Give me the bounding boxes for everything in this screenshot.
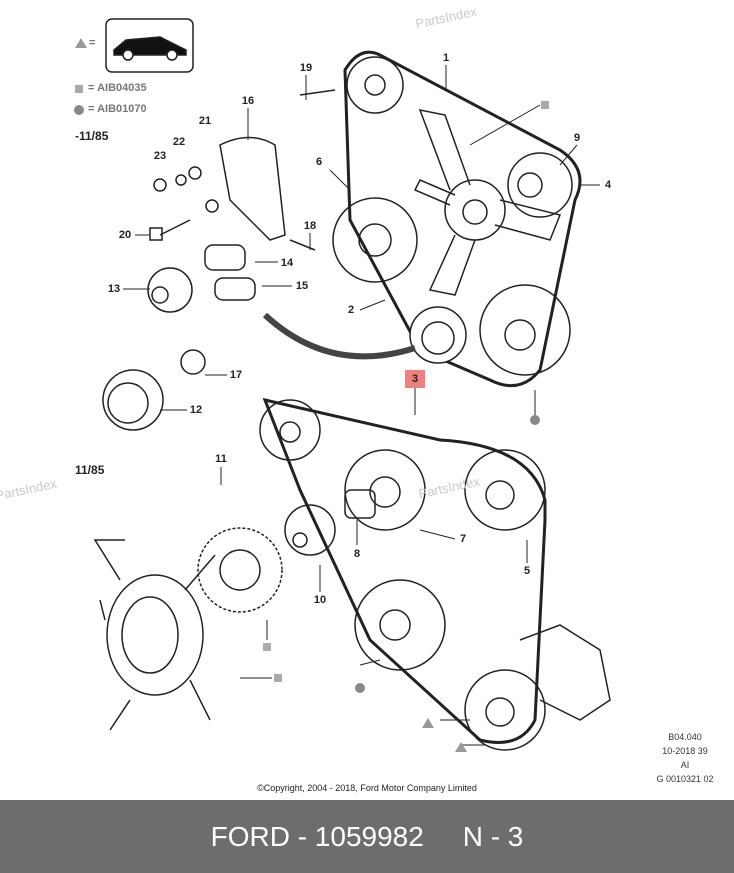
legend-triangle: = xyxy=(89,37,95,49)
note-after-date: 11/85 xyxy=(75,463,105,477)
callout-10[interactable]: 10 xyxy=(313,594,327,606)
callout-5[interactable]: 5 xyxy=(523,565,531,577)
square-marker-icon xyxy=(541,101,549,109)
legend-circle: = AIB01070 xyxy=(88,103,147,115)
tensioner-components xyxy=(102,89,336,431)
square-marker-icon xyxy=(274,674,282,682)
callout-17[interactable]: 17 xyxy=(229,369,243,381)
legend-square: = AIB04035 xyxy=(88,82,147,94)
code-line: G 0010321 02 xyxy=(656,774,714,784)
legend-square-text: = AIB04035 xyxy=(88,82,147,94)
callout-14[interactable]: 14 xyxy=(280,257,294,269)
callout-8[interactable]: 8 xyxy=(353,548,361,560)
code-line: B04.040 xyxy=(668,732,702,742)
callout-6[interactable]: 6 xyxy=(315,156,323,168)
callout-11[interactable]: 11 xyxy=(215,453,227,465)
code-line: 10-2018 39 xyxy=(662,746,708,756)
callout-19[interactable]: 19 xyxy=(299,62,313,74)
circle-marker-icon xyxy=(530,415,540,425)
upper-belt-assembly xyxy=(332,50,582,388)
callout-18[interactable]: 18 xyxy=(303,220,317,232)
callout-1[interactable]: 1 xyxy=(442,52,450,64)
note-before-date: -11/85 xyxy=(75,129,109,143)
square-symbol-icon xyxy=(75,85,83,93)
callout-9[interactable]: 9 xyxy=(573,132,581,144)
callout-7[interactable]: 7 xyxy=(459,533,467,545)
code-line: AI xyxy=(680,760,690,770)
arrow-icon xyxy=(262,312,416,360)
callout-21[interactable]: 21 xyxy=(198,115,212,127)
callout-20[interactable]: 20 xyxy=(118,229,132,241)
circle-marker-icon xyxy=(355,683,365,693)
legend-circle-text: = AIB01070 xyxy=(88,103,147,115)
triangle-symbol-icon xyxy=(75,38,87,48)
belt-drive-diagram xyxy=(74,18,611,752)
lower-belt-assembly xyxy=(93,397,611,751)
drawing-code-block: B04.040 10-2018 39 AI G 0010321 02 xyxy=(640,730,730,786)
triangle-marker-icon xyxy=(422,718,434,728)
part-number-footer: FORD - 1059982 N - 3 xyxy=(0,800,734,873)
callout-4[interactable]: 4 xyxy=(604,179,612,191)
callout-3-highlighted[interactable]: 3 xyxy=(405,370,425,388)
callout-2[interactable]: 2 xyxy=(347,304,355,316)
square-marker-icon xyxy=(263,643,271,651)
callout-12[interactable]: 12 xyxy=(189,404,203,416)
callout-23[interactable]: 23 xyxy=(153,150,167,162)
callout-22[interactable]: 22 xyxy=(172,136,186,148)
leader-lines xyxy=(123,65,600,746)
callout-13[interactable]: 13 xyxy=(107,283,121,295)
triangle-marker-icon xyxy=(455,742,467,752)
vehicle-symbol-box xyxy=(105,18,194,73)
legend-triangle-text: = xyxy=(89,37,96,49)
callout-16[interactable]: 16 xyxy=(241,95,255,107)
circle-symbol-icon xyxy=(74,105,84,115)
copyright-text: ©Copyright, 2004 - 2018, Ford Motor Comp… xyxy=(257,783,477,793)
callout-15[interactable]: 15 xyxy=(295,280,309,292)
